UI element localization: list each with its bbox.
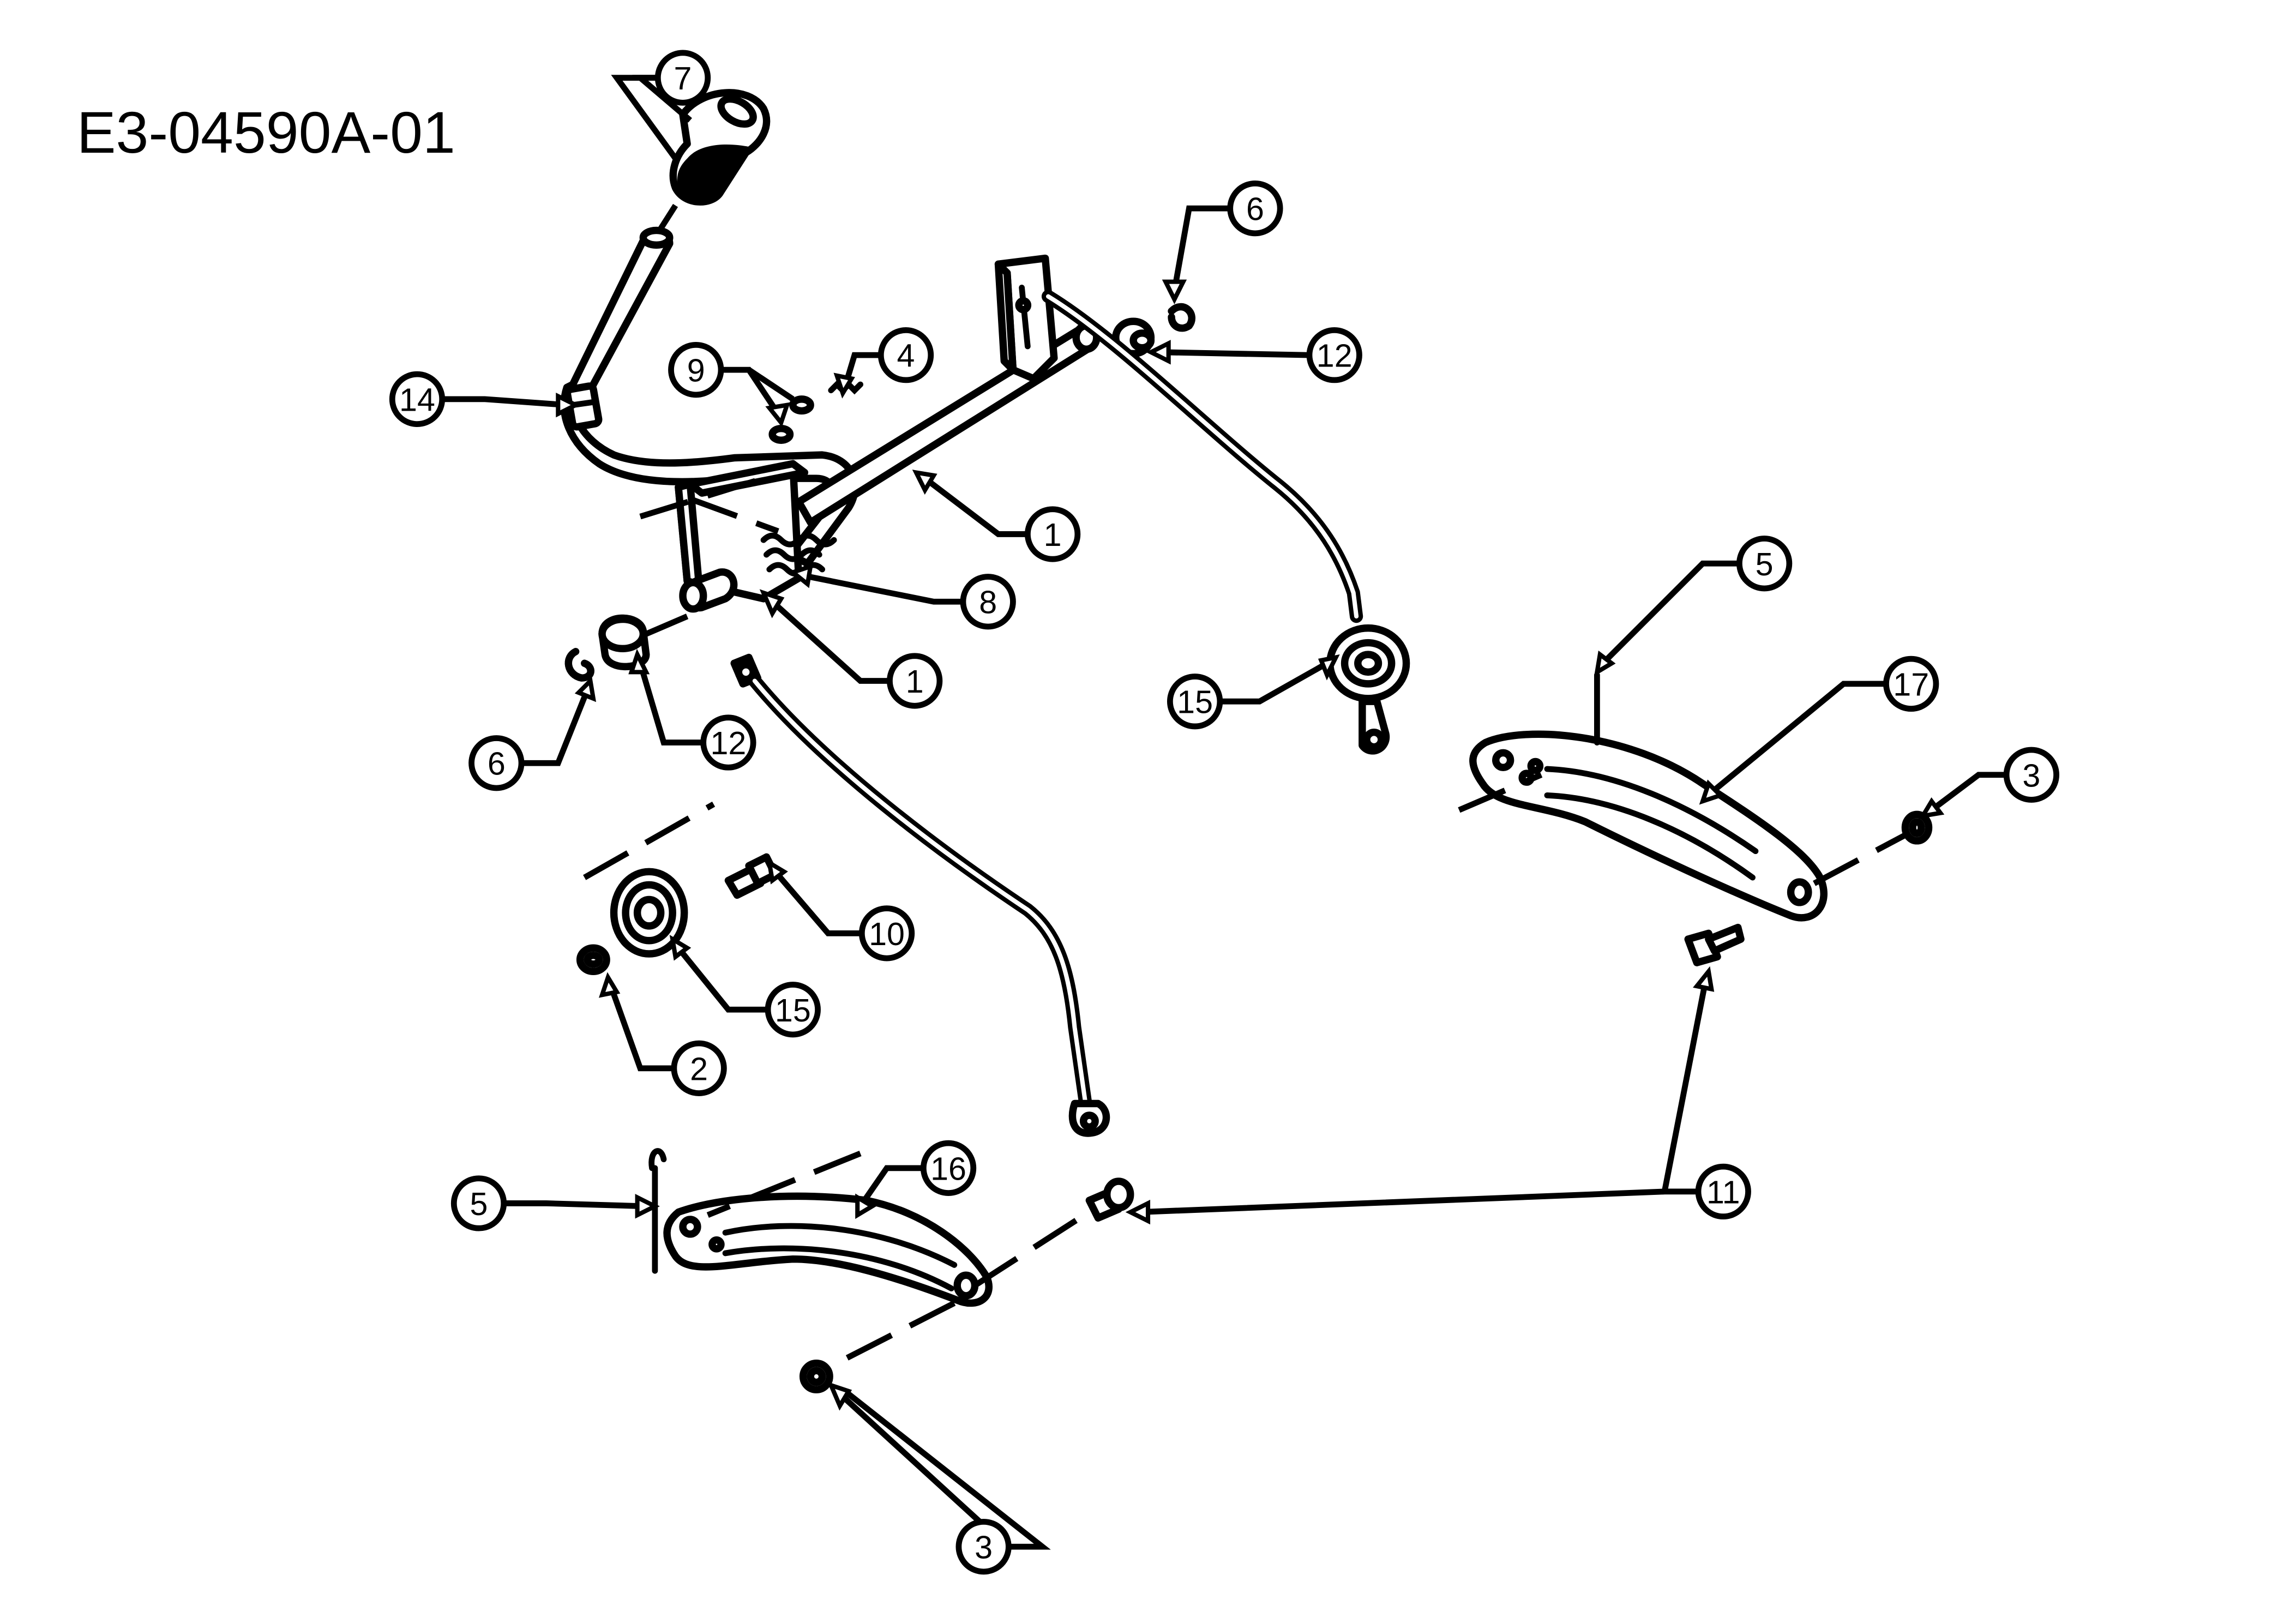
callout-3-right-label: 3 bbox=[2022, 757, 2040, 794]
callout-4-label: 4 bbox=[897, 338, 915, 374]
callout-3-lower-label: 3 bbox=[975, 1529, 993, 1566]
lift-bracket-part bbox=[639, 460, 837, 613]
callout-14-label: 14 bbox=[399, 381, 435, 418]
callout-12-top: 12 bbox=[1306, 327, 1362, 383]
callout-3-right: 3 bbox=[2003, 747, 2059, 803]
callout-17: 17 bbox=[1883, 656, 1939, 712]
left-link-arm-part bbox=[648, 1148, 1134, 1393]
leader-lines bbox=[441, 75, 2008, 1550]
lift-shaft-part bbox=[795, 254, 1101, 526]
callout-14: 14 bbox=[389, 371, 446, 428]
callout-12-lower: 12 bbox=[700, 714, 756, 771]
upper-shaft-hardware-part bbox=[1112, 303, 1195, 358]
callout-10: 10 bbox=[858, 905, 915, 961]
callout-15-left: 15 bbox=[765, 982, 821, 1038]
callout-3-lower: 3 bbox=[955, 1518, 1012, 1575]
callout-1-upper-label: 1 bbox=[1044, 516, 1062, 553]
callout-5-right: 5 bbox=[1736, 536, 1793, 592]
callout-6-lower-label: 6 bbox=[488, 746, 506, 782]
callout-15-right: 15 bbox=[1167, 674, 1223, 730]
callout-6-lower: 6 bbox=[468, 735, 525, 791]
callout-6-top: 6 bbox=[1227, 180, 1283, 237]
callout-8: 8 bbox=[960, 574, 1016, 630]
callout-12-top-label: 12 bbox=[1317, 338, 1353, 374]
callout-6-top-label: 6 bbox=[1246, 191, 1264, 227]
callout-8-label: 8 bbox=[979, 584, 997, 621]
lower-pivot-hardware-part bbox=[564, 614, 689, 682]
callout-2: 2 bbox=[671, 1040, 727, 1097]
lift-lever-rod-part bbox=[560, 226, 859, 567]
callout-16: 16 bbox=[920, 1140, 977, 1196]
callout-5-left-label: 5 bbox=[470, 1186, 488, 1222]
callout-12-lower-label: 12 bbox=[711, 725, 747, 761]
callout-9: 9 bbox=[668, 341, 724, 398]
callout-2-label: 2 bbox=[690, 1050, 708, 1087]
drawing-code: E3-04590A-01 bbox=[77, 100, 455, 165]
left-pulley-part bbox=[576, 801, 779, 976]
right-link-arm-part bbox=[1458, 672, 1933, 966]
callout-1-lower-label: 1 bbox=[906, 663, 924, 700]
callout-7: 7 bbox=[654, 50, 711, 106]
handle-grip-part bbox=[652, 89, 771, 239]
callout-15-left-label: 15 bbox=[775, 992, 811, 1029]
callout-17-label: 17 bbox=[1893, 666, 1929, 702]
callout-16-label: 16 bbox=[930, 1150, 966, 1187]
right-pulley-part bbox=[1326, 624, 1410, 755]
callout-10-label: 10 bbox=[869, 916, 905, 952]
callout-5-left: 5 bbox=[450, 1175, 507, 1231]
lower-cable-part bbox=[730, 653, 1110, 1137]
callout-1-lower: 1 bbox=[887, 653, 943, 709]
callout-7-label: 7 bbox=[674, 60, 692, 97]
callout-1-upper: 1 bbox=[1024, 506, 1081, 562]
callout-5-right-label: 5 bbox=[1756, 546, 1774, 582]
callout-9-label: 9 bbox=[687, 352, 705, 389]
upper-cable-part bbox=[1041, 290, 1363, 623]
callout-4: 4 bbox=[877, 327, 934, 383]
callout-11-label: 11 bbox=[1706, 1174, 1740, 1210]
callout-11: 11 bbox=[1695, 1163, 1751, 1220]
callout-15-right-label: 15 bbox=[1177, 684, 1213, 720]
